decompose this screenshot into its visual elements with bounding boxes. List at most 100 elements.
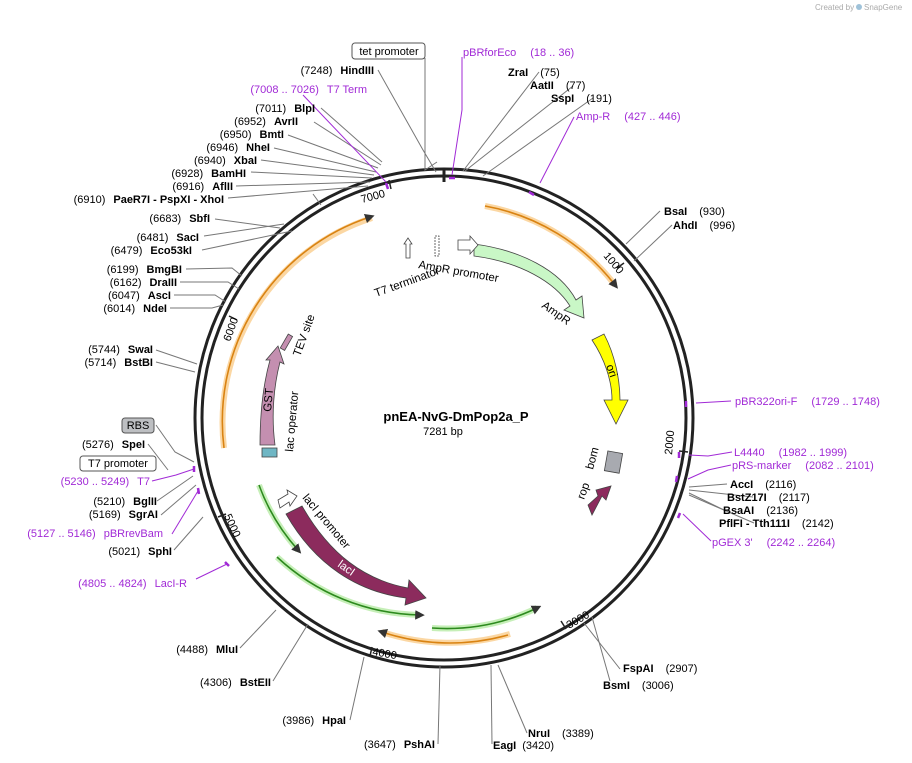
primer-t7[interactable]: (5230 .. 5249)T7 (61, 476, 150, 488)
leader-lines (147, 58, 755, 745)
rop-label: rop (576, 481, 593, 501)
site-bstz17i[interactable]: BstZ17I(2117) (727, 492, 810, 504)
ampr-feature[interactable] (473, 243, 585, 319)
site-eco53ki[interactable]: (6479)Eco53kI (111, 245, 192, 257)
site-draiii[interactable]: (6162)DraIII (110, 277, 177, 289)
site-spei[interactable]: (5276)SpeI (82, 439, 145, 451)
site-nhei[interactable]: (6946)NheI (206, 142, 270, 154)
svg-text:2000: 2000 (663, 430, 677, 455)
svg-text:tet promoter: tet promoter (359, 46, 419, 58)
t7-terminator-feature[interactable] (403, 237, 413, 259)
svg-text:(5276)SpeI: (5276)SpeI (82, 439, 145, 451)
site-swai[interactable]: (5744)SwaI (88, 344, 153, 356)
primer-t7-term[interactable]: (7008 .. 7026)T7 Term (250, 84, 367, 96)
plasmid-name: pnEA-NvG-DmPop2a_P (383, 409, 529, 424)
svg-text:BsaAI(2136): BsaAI(2136) (723, 505, 798, 517)
svg-text:(5210)BglII: (5210)BglII (93, 496, 157, 508)
site-fspai[interactable]: FspAI(2907) (623, 663, 697, 675)
site-bglii[interactable]: (5210)BglII (93, 496, 157, 508)
primer-pbrrevbam[interactable]: (5127 .. 5146)pBRrevBam (27, 528, 163, 540)
site-aflii[interactable]: (6916)AflII (172, 181, 233, 193)
site-paer7i-pspxi-xhoi[interactable]: (6910)PaeR7I - PspXI - XhoI (74, 194, 224, 206)
site-asci[interactable]: (6047)AscI (108, 290, 171, 302)
lac-operator-label: lac operator (284, 391, 301, 453)
brand-app[interactable]: SnapGene (864, 3, 903, 12)
site-avrii[interactable]: (6952)AvrII (234, 116, 298, 128)
ori-label: ori (603, 363, 619, 379)
svg-text:(6952)AvrII: (6952)AvrII (234, 116, 298, 128)
site-acci[interactable]: AccI(2116) (730, 479, 796, 491)
brand-created-by: Created by (815, 3, 854, 12)
bom-feature[interactable] (603, 450, 624, 474)
svg-text:(6014)NdeI: (6014)NdeI (103, 303, 167, 315)
site-sgrai[interactable]: (5169)SgrAI (89, 509, 158, 521)
ori-feature[interactable] (591, 333, 629, 425)
ampr-label: AmpR (539, 300, 572, 328)
site-mlui[interactable]: (4488)MluI (176, 644, 238, 656)
svg-text:(4306)BstEII: (4306)BstEII (200, 677, 271, 689)
gst-feature[interactable] (259, 345, 285, 446)
lac-operator-feature[interactable] (261, 447, 278, 458)
svg-text:(5230 .. 5249)T7: (5230 .. 5249)T7 (61, 476, 150, 488)
site-blpi[interactable]: (7011)BlpI (255, 103, 315, 115)
site-pflfi-tth111i[interactable]: PflFI - Tth111I(2142) (719, 518, 834, 530)
svg-text:(6481)SacI: (6481)SacI (137, 232, 199, 244)
site-hindiii[interactable]: (7248)HindIII (301, 65, 374, 77)
rop-feature[interactable] (587, 485, 612, 516)
site-bstbi[interactable]: (5714)BstBI (84, 357, 153, 369)
site-sbfi[interactable]: (6683)SbfI (149, 213, 210, 225)
t7-promoter-box[interactable]: T7 promoter (79, 455, 157, 472)
ampr-promoter-feature[interactable] (457, 234, 479, 256)
site-bamhi[interactable]: (6928)BamHI (171, 168, 246, 180)
svg-text:(7011)BlpI: (7011)BlpI (255, 103, 315, 115)
site-aatii[interactable]: AatII(77) (530, 80, 585, 92)
site-bsai[interactable]: BsaI(930) (664, 206, 725, 218)
site-pshai[interactable]: (3647)PshAI (364, 739, 435, 751)
site-ndei[interactable]: (6014)NdeI (103, 303, 167, 315)
site-bsaai[interactable]: BsaAI(2136) (723, 505, 798, 517)
site-eagi[interactable]: EagI(3420) (493, 740, 554, 752)
site-ahdi[interactable]: AhdI(996) (673, 220, 735, 232)
site-bmgbi[interactable]: (6199)BmgBI (107, 264, 182, 276)
primer-pbrforeco[interactable]: pBRforEco(18 .. 36) (463, 47, 574, 59)
primer-l4440[interactable]: L4440(1982 .. 1999) (734, 447, 847, 459)
svg-text:L4440(1982 .. 1999): L4440(1982 .. 1999) (734, 447, 847, 459)
laci-promoter-feature[interactable] (277, 489, 298, 509)
tev-site-feature[interactable] (279, 333, 294, 351)
primer-laci-r[interactable]: (4805 .. 4824)LacI-R (78, 578, 187, 590)
svg-text:(6946)NheI: (6946)NheI (206, 142, 270, 154)
orf-arc-2-line (221, 213, 375, 449)
svg-text:(6683)SbfI: (6683)SbfI (149, 213, 210, 225)
orf-arc-green-3-line (431, 605, 542, 630)
laci-feature[interactable] (285, 505, 427, 606)
tick-2000: 2000 (663, 430, 689, 455)
svg-text:(6928)BamHI: (6928)BamHI (171, 168, 246, 180)
rbs-box[interactable]: RBS (121, 417, 155, 434)
primer-prs-marker[interactable]: pRS-marker(2082 .. 2101) (732, 460, 874, 472)
orf-arc-3-line (377, 628, 509, 644)
site-sspi[interactable]: SspI(191) (551, 93, 612, 105)
site-xbai[interactable]: (6940)XbaI (194, 155, 257, 167)
primer-leader-lines (151, 57, 733, 580)
site-bmti[interactable]: (6950)BmtI (220, 129, 284, 141)
tet-promoter-box[interactable]: tet promoter (351, 42, 426, 60)
primer-amp-r[interactable]: Amp-R(427 .. 446) (576, 111, 681, 123)
primer-pgex-3[interactable]: pGEX 3'(2242 .. 2264) (712, 537, 835, 549)
site-zrai[interactable]: ZraI(75) (508, 67, 560, 79)
site-saci[interactable]: (6481)SacI (137, 232, 199, 244)
svg-text:(6162)DraIII: (6162)DraIII (110, 277, 177, 289)
site-bsmi[interactable]: BsmI(3006) (603, 680, 674, 692)
site-bsteii[interactable]: (4306)BstEII (200, 677, 271, 689)
svg-text:(4805 .. 4824)LacI-R: (4805 .. 4824)LacI-R (78, 578, 187, 590)
site-sphi[interactable]: (5021)SphI (108, 546, 172, 558)
site-nrui[interactable]: NruI(3389) (528, 728, 594, 740)
tev-site-label: TEV site (292, 313, 318, 358)
site-hpai[interactable]: (3986)HpaI (282, 715, 346, 727)
tick-5000: 5000 (217, 512, 243, 539)
primer-pbr322ori-f[interactable]: pBR322ori-F(1729 .. 1748) (735, 396, 880, 408)
primer-marks (192, 176, 688, 567)
svg-text:RBS: RBS (127, 420, 150, 432)
svg-text:(5744)SwaI: (5744)SwaI (88, 344, 153, 356)
